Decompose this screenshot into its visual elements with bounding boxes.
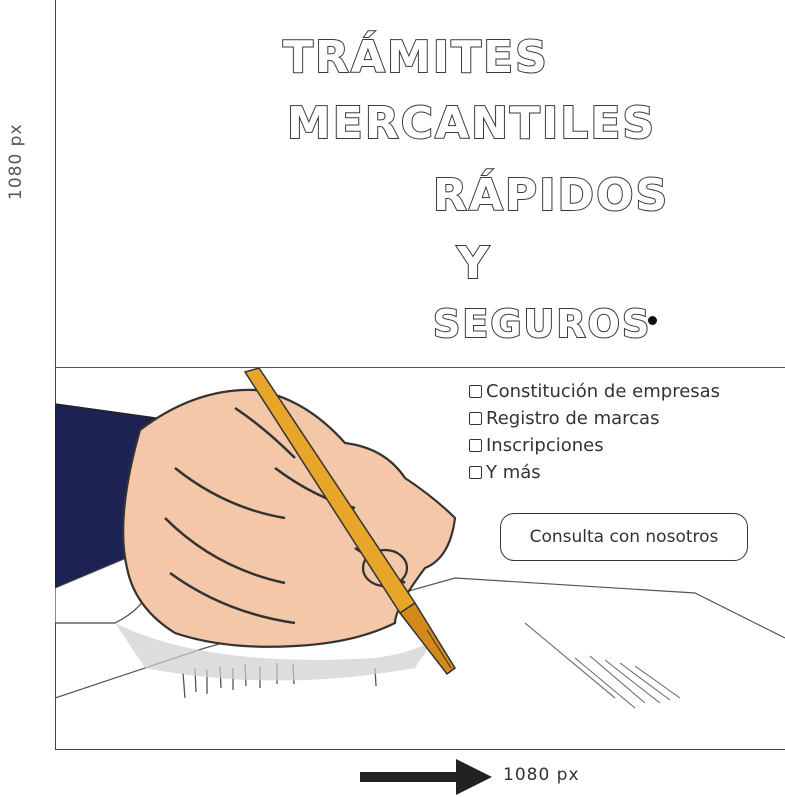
consult-button[interactable]: Consulta con nosotros: [500, 513, 748, 561]
services-list: Constitución de empresas Registro de mar…: [469, 378, 720, 486]
service-label: Constitución de empresas: [486, 381, 721, 402]
service-item-mas: Y más: [469, 459, 720, 486]
checkbox-icon[interactable]: [469, 466, 482, 479]
arrow-right-icon: [360, 759, 492, 795]
headline-line-5: SEGUROS: [432, 301, 652, 347]
service-item-constitucion: Constitución de empresas: [469, 378, 720, 405]
headline-line-2: MERCANTILES: [286, 97, 657, 150]
headline-line-3: RÁPIDOS: [432, 169, 670, 222]
checkbox-icon[interactable]: [469, 439, 482, 452]
checkbox-icon[interactable]: [469, 385, 482, 398]
service-label: Inscripciones: [486, 435, 604, 456]
service-label: Y más: [486, 462, 541, 483]
service-label: Registro de marcas: [486, 408, 660, 429]
height-dimension-label: 1080 px: [6, 123, 26, 200]
headline-period: [648, 316, 657, 325]
width-dimension-label: 1080 px: [503, 765, 580, 785]
section-divider: [55, 367, 785, 368]
service-item-registro: Registro de marcas: [469, 405, 720, 432]
canvas-frame: [55, 0, 785, 750]
headline-line-1: TRÁMITES: [282, 31, 549, 84]
hand-writing-illustration: [55, 368, 785, 709]
checkbox-icon[interactable]: [469, 412, 482, 425]
headline-line-4: Y: [456, 237, 491, 290]
service-item-inscripciones: Inscripciones: [469, 432, 720, 459]
hand-shadow: [115, 623, 435, 681]
fountain-pen: [243, 368, 456, 676]
